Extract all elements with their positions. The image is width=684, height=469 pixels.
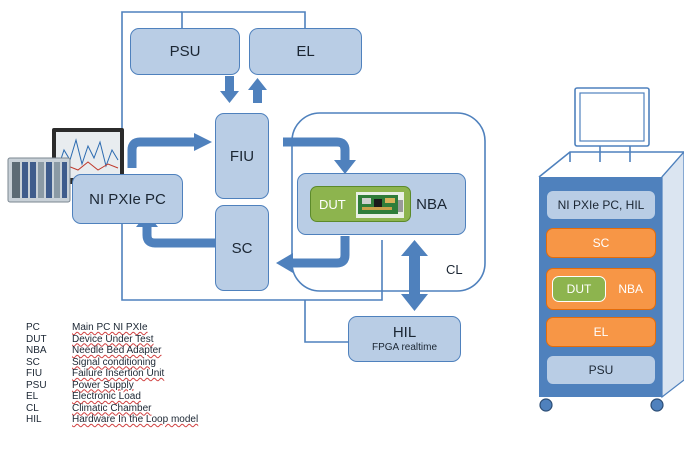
- climatic-chamber-outline: [291, 112, 486, 292]
- el-node: EL: [249, 28, 362, 75]
- legend-desc: Needle Bed Adapter: [72, 345, 162, 356]
- pc-top-link-line: [121, 11, 182, 180]
- legend-abbr: PSU: [26, 379, 47, 391]
- sc-to-pc-arrow-shaft: [142, 226, 215, 248]
- hil-sublabel: FPGA realtime: [371, 342, 438, 353]
- legend-row: SC Signal conditioning: [26, 357, 198, 369]
- legend-desc: Device Under Test: [72, 333, 154, 345]
- nba-to-sc-arrow-head: [276, 253, 293, 273]
- legend-desc: Hardware In the Loop model: [72, 414, 199, 425]
- pc-bottom-link-line: [121, 180, 383, 301]
- dut-label: DUT: [319, 196, 346, 212]
- psu-node: PSU: [130, 28, 240, 75]
- legend-desc: Power Supply: [72, 379, 134, 391]
- legend-abbr: HIL: [26, 414, 42, 425]
- legend-row: PSU Power Supply: [26, 380, 198, 392]
- legend-row: HIL Hardware In the Loop model: [26, 414, 198, 426]
- fiu-to-nba-arrow-shaft: [283, 137, 350, 160]
- pc-node: NI PXIe PC: [72, 174, 183, 224]
- pxie-hardware-image: [7, 128, 124, 203]
- legend-row: DUT Device Under Test: [26, 334, 198, 346]
- legend-abbr: FIU: [26, 368, 43, 379]
- legend-desc: Signal conditioning: [72, 356, 156, 368]
- sc-node: SC: [215, 205, 269, 291]
- dut-board-image: [356, 192, 404, 218]
- legend-abbr: CL: [26, 402, 39, 414]
- rack-slot-pc: NI PXIe PC, HIL: [546, 190, 656, 220]
- legend-desc: Electronic Load: [72, 391, 141, 402]
- cl-label: CL: [446, 262, 463, 277]
- rack-drawing: [538, 87, 684, 178]
- legend-abbr: NBA: [26, 345, 47, 356]
- psu-to-fiu-arrow: [220, 76, 239, 103]
- pc-to-fiu-arrow-shaft: [127, 137, 195, 168]
- legend-row: NBA Needle Bed Adapter: [26, 345, 198, 357]
- legend-abbr: EL: [26, 391, 39, 402]
- rack-side-panel: [661, 151, 684, 399]
- nba-to-sc-arrow-shaft: [292, 236, 350, 268]
- legend-row: EL Electronic Load: [26, 391, 198, 403]
- hil-label: HIL: [392, 324, 417, 341]
- fiu-to-el-arrow: [248, 78, 267, 103]
- legend-abbr: SC: [26, 356, 40, 368]
- rack-slot-sc: SC: [546, 228, 656, 258]
- hil-link-line: [304, 300, 348, 343]
- pc-to-fiu-arrow-head: [194, 133, 212, 151]
- rack-slot-psu: PSU: [546, 355, 656, 385]
- legend-row: FIU Failure Insertion Unit: [26, 368, 198, 380]
- fiu-node: FIU: [215, 113, 269, 199]
- rack-wheel-left: [539, 398, 553, 412]
- hil-node: HIL FPGA realtime: [348, 316, 461, 362]
- rack-wheel-right: [650, 398, 664, 412]
- legend-abbr: PC: [26, 322, 40, 333]
- legend-row: CL Climatic Chamber: [26, 403, 198, 415]
- psu-el-link-line: [181, 11, 306, 28]
- legend-desc: Climatic Chamber: [72, 402, 152, 414]
- rack-slot-el: EL: [546, 317, 656, 347]
- legend-desc: Failure Insertion Unit: [72, 368, 165, 379]
- legend-abbr: DUT: [26, 333, 47, 345]
- abbreviation-legend: PC Main PC NI PXIe DUT Device Under Test N…: [26, 322, 198, 426]
- legend-desc: Main PC NI PXIe: [72, 322, 148, 333]
- nba-hil-double-arrow: [401, 240, 428, 311]
- rack-slot-dut: DUT: [552, 276, 606, 302]
- fiu-to-nba-arrow-head: [334, 160, 356, 174]
- legend-row: PC Main PC NI PXIe: [26, 322, 198, 334]
